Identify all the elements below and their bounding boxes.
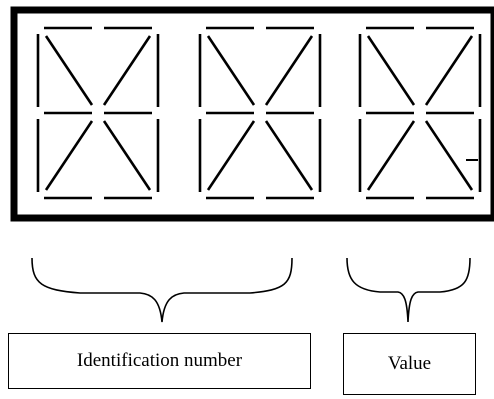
segment-diagonal-lower-right xyxy=(424,120,474,191)
value-label: Value xyxy=(387,353,432,374)
brace-identification xyxy=(31,257,293,323)
segment-diagonal-lower-left xyxy=(44,120,94,191)
identification-number-label: Identification number xyxy=(76,350,243,371)
digit-1 xyxy=(36,26,160,200)
segment-diagonal-upper-right xyxy=(424,35,474,106)
segment-diagonal-upper-right xyxy=(102,35,152,106)
segment-diagonal-upper-right xyxy=(264,35,314,106)
segment-diagonal-lower-right xyxy=(264,120,314,191)
value-label-box: Value xyxy=(343,333,476,395)
segment-diagonal-lower-left xyxy=(206,120,256,191)
brace-value xyxy=(346,257,471,323)
identification-number-label-box: Identification number xyxy=(8,333,311,389)
segment-diagonal-upper-left xyxy=(366,35,416,106)
segment-diagonal-lower-left xyxy=(366,120,416,191)
digit-group xyxy=(36,26,482,200)
segment-diagonal-upper-left xyxy=(206,35,256,106)
digit-2 xyxy=(198,26,322,200)
lcd-display-frame xyxy=(10,6,494,222)
segment-diagonal-lower-right xyxy=(102,120,152,191)
segment-diagonal-upper-left xyxy=(44,35,94,106)
digit-3 xyxy=(358,26,482,200)
